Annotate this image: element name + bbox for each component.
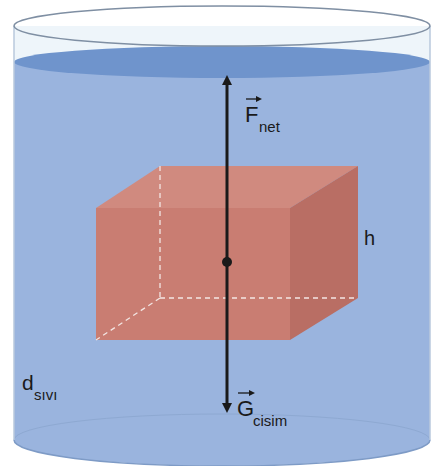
- force-symbol: G: [237, 398, 254, 420]
- subscript: sıvı: [34, 387, 57, 402]
- dimension-label: h: [364, 228, 375, 248]
- beaker-wall: [429, 26, 431, 440]
- liquid: [14, 62, 430, 466]
- cube-side: [290, 166, 358, 340]
- force-symbol: F: [245, 104, 258, 126]
- subscript: cisim: [253, 413, 287, 428]
- vector-mark: [238, 392, 252, 393]
- beaker-bottom: [14, 440, 430, 466]
- liquid-surface: [14, 46, 430, 78]
- beaker-bottom: [14, 414, 430, 440]
- vector-mark: [246, 98, 259, 99]
- density-symbol: d: [22, 372, 34, 393]
- buoyant-force-arrow: [226, 80, 229, 262]
- beaker-wall: [13, 26, 15, 440]
- cube-front: [96, 208, 290, 340]
- beaker-rim: [14, 6, 430, 46]
- center-dot: [222, 257, 232, 267]
- subscript: net: [259, 119, 280, 134]
- weight-arrow: [226, 262, 229, 408]
